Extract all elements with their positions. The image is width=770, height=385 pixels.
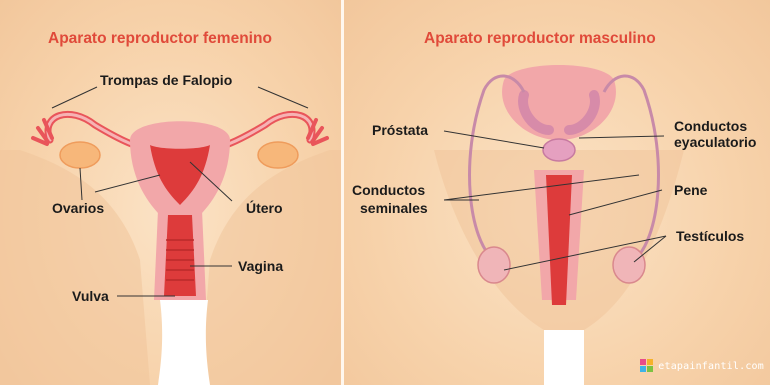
label-trompas-de-falopio: Trompas de Falopio [100,72,232,88]
label-conductos-seminales-line1: Conductos [352,182,425,198]
label-conductos-eyaculatorios-line1: Conductos [674,118,747,134]
label-prostata: Próstata [372,122,428,138]
brand-text: etapainfantil.com [658,361,764,372]
label-conductos-eyaculatorios-line2: eyaculatorio [674,134,756,150]
female-title: Aparato reproductor femenino [48,30,272,48]
label-testiculos: Testículos [676,228,744,244]
label-utero: Útero [246,200,283,216]
female-anatomy-illustration [0,0,341,385]
male-panel: Aparato reproductor masculino Próstata C… [344,0,770,385]
brand-watermark: etapainfantil.com [640,359,764,373]
label-vulva: Vulva [72,288,109,304]
label-pene: Pene [674,182,707,198]
label-conductos-seminales-line2: seminales [360,200,428,216]
female-panel: Aparato reproductor femenino Trompas de … [0,0,341,385]
brand-logo-icon [640,359,654,373]
label-ovarios: Ovarios [52,200,104,216]
label-vagina: Vagina [238,258,283,274]
male-title: Aparato reproductor masculino [424,30,656,48]
